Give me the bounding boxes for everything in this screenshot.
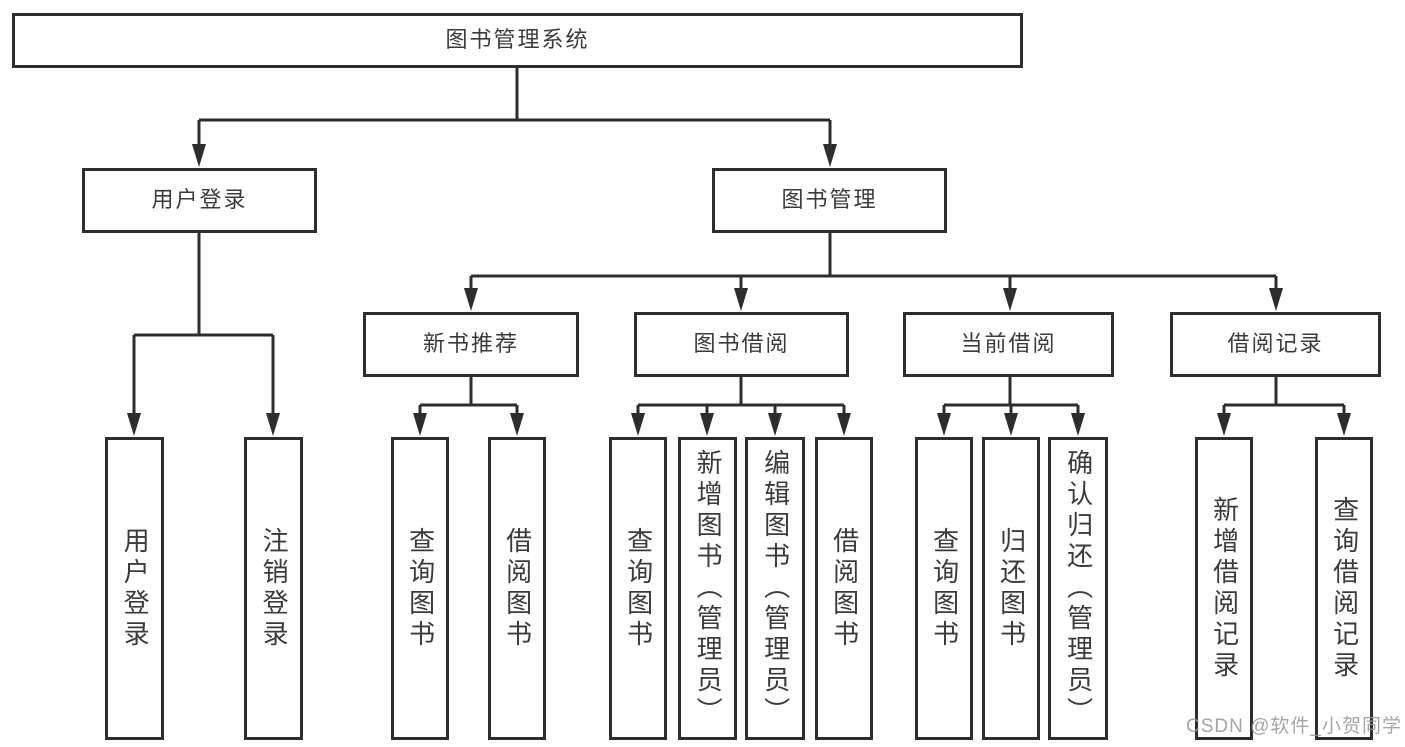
arrowhead-icon: [734, 288, 748, 311]
leaf-query-books-recommend: 查询图书: [391, 437, 449, 740]
leaf-query-books-current: 查询图书: [915, 437, 973, 740]
csdn-watermark: CSDN @软件_小贺同学: [1186, 716, 1402, 737]
arrowhead-icon: [837, 413, 851, 436]
node-current-borrow: 当前借阅: [903, 312, 1114, 377]
arrowhead-icon: [413, 413, 427, 436]
leaf-return-books: 归还图书: [982, 437, 1040, 740]
leaf-borrow-books: 借阅图书: [815, 437, 873, 740]
arrowhead-icon: [937, 413, 951, 436]
leaf-add-books-admin: 新增图书（管理员）: [678, 437, 737, 740]
leaf-edit-books-admin: 编辑图书（管理员）: [745, 437, 805, 740]
leaf-user-login: 用户登录: [105, 437, 164, 740]
arrowhead-icon: [510, 413, 524, 436]
arrowhead-icon: [1004, 413, 1018, 436]
arrowhead-icon: [266, 413, 280, 436]
arrowhead-icon: [1337, 413, 1351, 436]
leaf-query-borrow-record: 查询借阅记录: [1315, 437, 1373, 740]
leaf-logout: 注销登录: [244, 437, 303, 740]
leaf-query-books-borrow: 查询图书: [609, 437, 667, 740]
leaf-borrow-books-recommend: 借阅图书: [488, 437, 546, 740]
arrowhead-icon: [631, 413, 645, 436]
node-book-borrow: 图书借阅: [634, 312, 849, 377]
arrowhead-icon: [464, 288, 478, 311]
leaf-confirm-return-admin: 确认归还（管理员）: [1048, 437, 1108, 740]
node-borrow-records: 借阅记录: [1170, 312, 1381, 377]
arrowhead-icon: [768, 413, 782, 436]
arrowhead-icon: [1071, 413, 1085, 436]
node-new-book-recommend: 新书推荐: [363, 312, 579, 377]
node-book-management: 图书管理: [712, 168, 947, 233]
node-user-login: 用户登录: [82, 168, 317, 233]
arrowhead-icon: [1269, 288, 1283, 311]
arrowhead-icon: [192, 144, 206, 167]
leaf-add-borrow-record: 新增借阅记录: [1195, 437, 1253, 740]
arrowhead-icon: [1003, 288, 1017, 311]
node-root-library-system: 图书管理系统: [12, 13, 1023, 68]
arrowhead-icon: [700, 413, 714, 436]
arrowhead-icon: [1217, 413, 1231, 436]
arrowhead-icon: [823, 144, 837, 167]
arrowhead-icon: [127, 413, 141, 436]
